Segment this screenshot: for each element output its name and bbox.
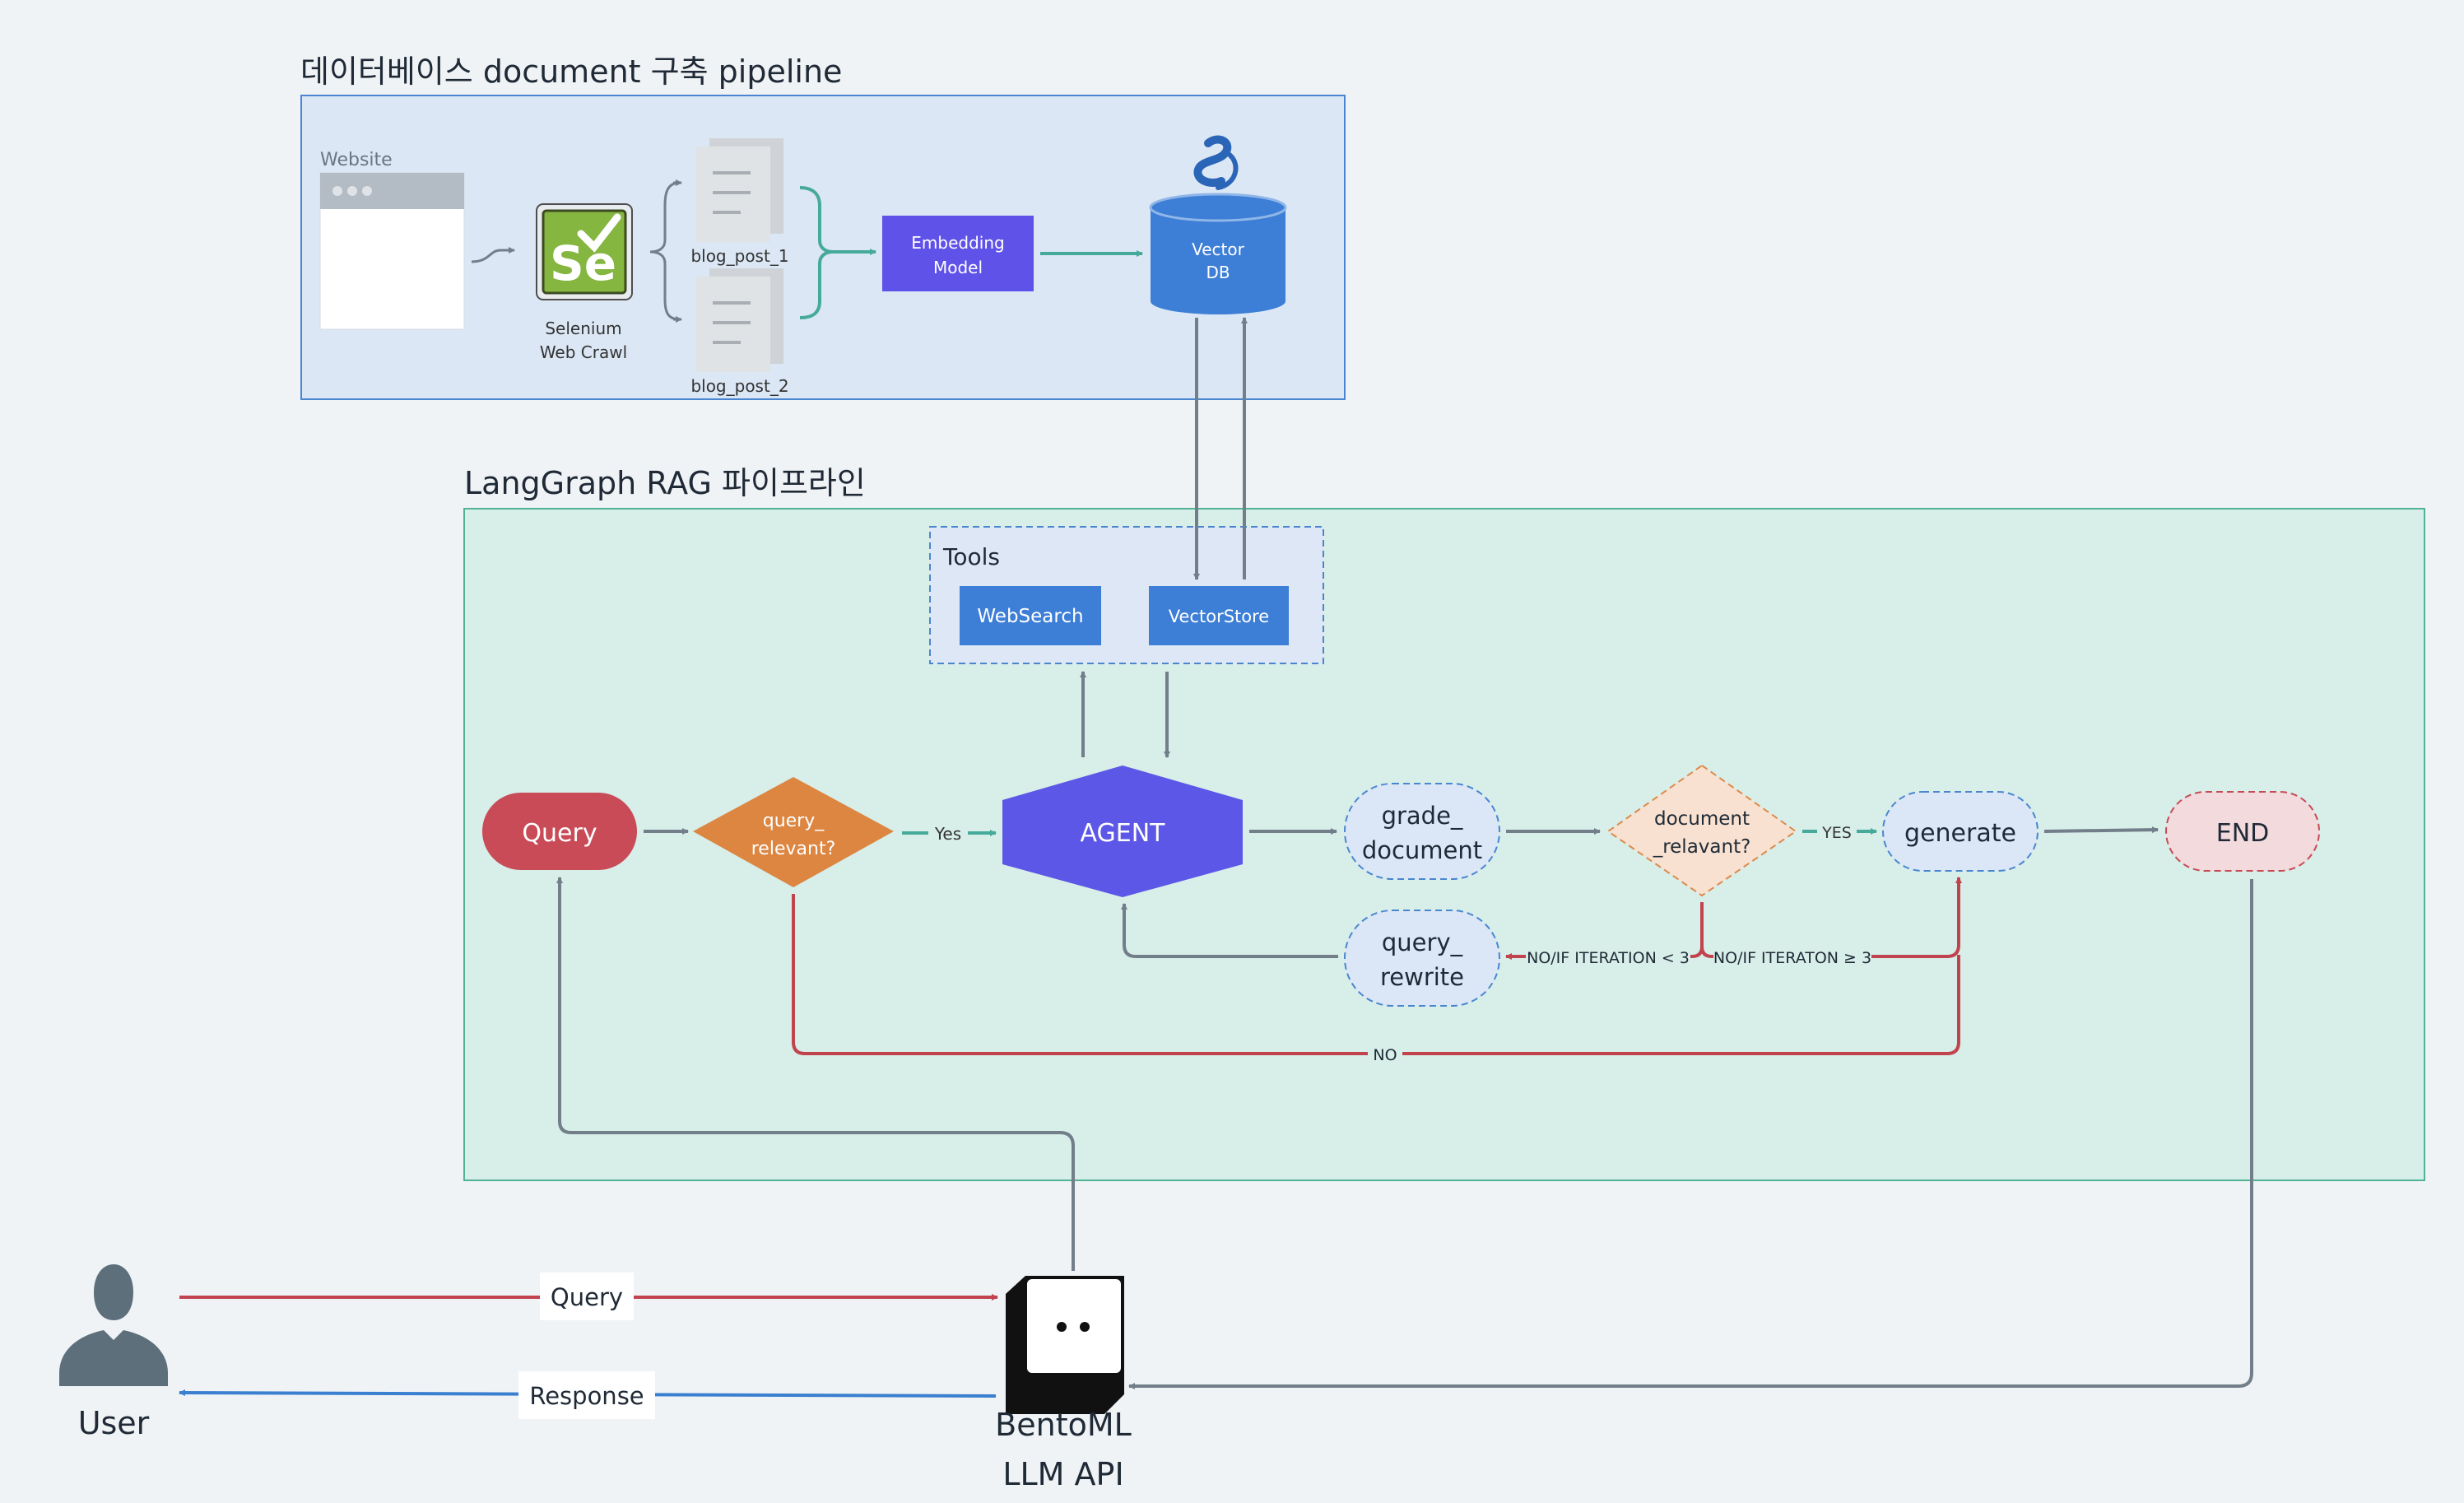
generate-node — [1882, 791, 2039, 872]
no-ge3-bg — [1713, 945, 1871, 968]
rag-title: LangGraph RAG 파이프라인 — [464, 465, 866, 501]
selenium-label-2: Web Crawl — [540, 342, 627, 362]
document-icon — [696, 138, 783, 242]
vectorstore-label: VectorStore — [1169, 607, 1269, 626]
selenium-logo-text: Se — [550, 235, 616, 291]
query-node — [482, 793, 637, 870]
document-icon — [696, 268, 783, 372]
agent-node — [1002, 765, 1243, 897]
grade-document-node — [1344, 783, 1500, 880]
embedding-label-1: Embedding — [911, 233, 1004, 253]
no-lt3-bg — [1526, 945, 1690, 968]
vectordb-label-2: DB — [1206, 263, 1230, 282]
query-relevant-decision — [693, 777, 894, 887]
bentoml-to-query-arrow — [556, 877, 1075, 1271]
agent-label: AGENT — [1081, 819, 1166, 848]
document-relevant-label-1: document — [1654, 808, 1750, 830]
query-relevant-label-1: query_ — [763, 811, 825, 831]
split-bracket — [649, 181, 681, 321]
no-ge3-label: NO/IF ITERATON ≥ 3 — [1713, 949, 1871, 967]
bentoml-label-1: BentoML — [995, 1407, 1132, 1443]
query-rewrite-label-1: query_ — [1382, 928, 1463, 956]
bentoml-label-2: LLM API — [1002, 1456, 1123, 1492]
website-to-selenium-arrow — [471, 247, 515, 263]
doc2-label: blog_post_2 — [690, 376, 788, 396]
no-lt3-label: NO/IF ITERATION < 3 — [1527, 949, 1690, 967]
browser-window-icon — [319, 172, 465, 330]
response-edge-label: Response — [529, 1382, 644, 1410]
generate-to-end-arrow — [2043, 826, 2159, 834]
bentoml-logo-icon — [1006, 1276, 1124, 1414]
query-rewrite-node — [1344, 910, 1500, 1007]
document-relevant-label-2: _relavant? — [1653, 836, 1751, 858]
query-relevant-label-2: relevant? — [751, 839, 836, 859]
rewrite-to-agent-arrow — [1121, 903, 1338, 958]
grade-document-label-1: grade_ — [1382, 802, 1463, 830]
vectordb-label-1: Vector — [1192, 240, 1245, 259]
selenium-logo-icon: Se — [536, 203, 633, 300]
websearch-tool — [960, 586, 1101, 645]
no-final-arrow — [1700, 877, 1962, 958]
user-label: User — [78, 1405, 150, 1441]
tools-title: Tools — [942, 543, 1000, 570]
query-edge-label: Query — [551, 1283, 623, 1311]
end-label: END — [2216, 819, 2270, 848]
yes-label-bg — [928, 821, 968, 845]
embedding-label-2: Model — [933, 258, 983, 277]
response-edge-label-bg — [518, 1371, 655, 1419]
query-edge-label-bg — [540, 1273, 634, 1320]
yes-label-2: YES — [1821, 824, 1852, 842]
user-avatar-icon — [59, 1264, 168, 1386]
doc1-label: blog_post_1 — [690, 246, 788, 266]
yes2-label-bg — [1817, 820, 1857, 843]
no-label-bg — [1368, 1042, 1402, 1065]
yes-label-1: Yes — [934, 824, 961, 844]
websearch-label: WebSearch — [977, 606, 1083, 627]
document-relevant-decision — [1606, 764, 1797, 897]
brand-logo-icon — [1193, 135, 1239, 190]
embedding-model-box — [882, 216, 1034, 291]
vectorstore-tool — [1149, 586, 1289, 645]
query-rewrite-label-2: rewrite — [1380, 963, 1464, 991]
selenium-label-1: Selenium — [545, 319, 621, 338]
no-label: NO — [1373, 1046, 1397, 1064]
generate-label: generate — [1904, 819, 2016, 848]
database-icon — [1149, 193, 1287, 314]
website-label: Website — [320, 150, 393, 170]
end-to-bentoml-arrow — [1128, 879, 2253, 1389]
end-node — [2165, 791, 2320, 872]
query-node-label: Query — [522, 819, 597, 848]
grade-document-label-2: document — [1362, 836, 1482, 864]
pipeline-title: 데이터베이스 document 구축 pipeline — [300, 54, 842, 90]
